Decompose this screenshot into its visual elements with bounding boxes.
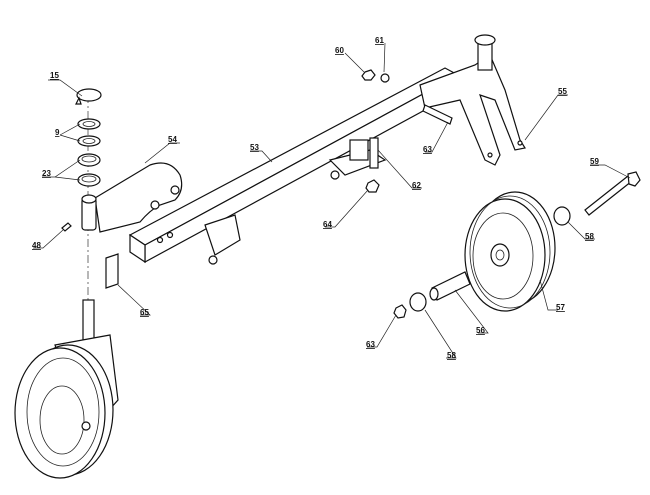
callout-62: 62 [412,181,421,190]
axle-bolt-head [627,171,641,187]
callout-63-bottom: 63 [366,340,375,349]
nut-part-60 [361,69,376,81]
callout-55: 55 [558,87,567,96]
callout-61: 61 [375,36,384,45]
nut-part-64 [365,179,380,193]
callout-65: 65 [140,308,149,317]
callout-53: 53 [250,143,259,152]
cap-part-15 [75,88,102,105]
spacer-part-58-left [409,292,427,312]
bolt-part-62 [369,137,379,169]
callout-9: 9 [55,128,60,137]
caster-wheel-assembly [14,299,119,479]
set-screw-part-48 [61,222,72,232]
callout-58-right: 58 [585,232,594,241]
axle-bolt-part-59 [584,175,633,216]
nut-part-63 [393,304,407,319]
callout-64: 64 [323,220,332,229]
washers-part-23 [77,153,101,187]
callout-60: 60 [335,46,344,55]
callout-15: 15 [50,71,59,80]
plug-part-65 [105,253,119,289]
callout-58-left: 58 [447,351,456,360]
rear-frame-part-55 [419,34,526,166]
callout-48: 48 [32,241,41,250]
bearings-part-9 [77,118,101,147]
main-beam-part-53 [128,67,460,264]
callout-59: 59 [590,157,599,166]
callout-56: 56 [476,326,485,335]
callout-57: 57 [556,303,565,312]
washer-part-61 [380,73,390,83]
callout-54: 54 [168,135,177,144]
caster-bracket-part-54 [81,162,183,233]
callout-23: 23 [42,169,51,178]
spacer-part-58 [553,206,571,226]
bolt-part-63 [422,104,453,125]
callout-63-top: 63 [423,145,432,154]
wheel-part-57 [464,191,556,312]
leader-lines [33,42,631,359]
